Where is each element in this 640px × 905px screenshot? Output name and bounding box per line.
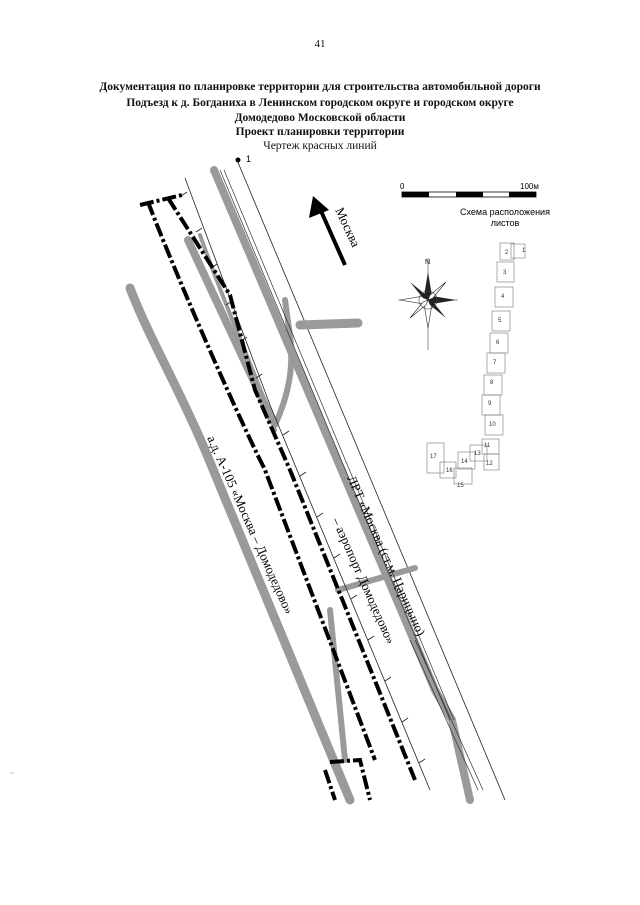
sheet-number-2: 2 xyxy=(505,250,509,256)
sheet-box-10 xyxy=(484,414,504,436)
sheet-number-5: 5 xyxy=(498,318,502,324)
sheet-number-1: 1 xyxy=(522,248,526,254)
svg-text:1: 1 xyxy=(246,154,251,164)
road-label: а.д. А-105 «Москва – Домодедово» xyxy=(204,433,297,616)
map-frame xyxy=(236,159,506,801)
sheet-box-2 xyxy=(499,242,515,261)
sheet-number-14: 14 xyxy=(461,459,468,465)
title-line-4: Проект планировки территории xyxy=(235,126,405,138)
sheet-box-1 xyxy=(510,243,526,259)
rail-lines xyxy=(219,169,484,791)
roads xyxy=(125,166,474,805)
sheet-number-3: 3 xyxy=(503,270,507,276)
sheet-box-15 xyxy=(453,467,473,485)
sheet-number-10: 10 xyxy=(489,422,496,428)
page-number: 41 xyxy=(314,38,326,50)
svg-text:N: N xyxy=(425,259,430,266)
sheet-number-11: 11 xyxy=(484,443,491,449)
sheet-box-16 xyxy=(439,461,457,479)
title-line-3: Домодедово Московской области xyxy=(234,112,406,124)
direction-arrow: Москва xyxy=(309,196,364,266)
sheet-number-17: 17 xyxy=(430,454,437,460)
sheet-box-13 xyxy=(469,444,488,462)
sheet-box-5 xyxy=(491,310,511,332)
compass-rose-icon: N xyxy=(398,258,458,350)
sheet-box-14 xyxy=(457,451,476,470)
scheme-title-1: Схема расположения xyxy=(460,207,550,217)
sheet-number-12: 12 xyxy=(486,461,493,467)
sheet-box-12 xyxy=(483,453,500,471)
sheet-number-15: 15 xyxy=(457,483,464,489)
sheet-box-17 xyxy=(426,442,445,474)
svg-text:100м: 100м xyxy=(520,182,539,191)
svg-text:0: 0 xyxy=(400,182,405,191)
sheet-number-9: 9 xyxy=(488,401,492,407)
sheet-number-16: 16 xyxy=(446,468,453,474)
sheet-box-7 xyxy=(486,352,506,374)
scale-bar: 0 100м xyxy=(400,182,539,198)
title-line-1: Документация по планировке территории дл… xyxy=(99,81,541,93)
sheet-number-6: 6 xyxy=(496,340,500,346)
sheet-number-8: 8 xyxy=(490,380,494,386)
fence-line xyxy=(180,177,431,791)
title-line-2: Подъезд к д. Богданиха в Ленинском город… xyxy=(126,97,514,109)
sheet-box-3 xyxy=(496,261,515,283)
sheet-number-7: 7 xyxy=(493,360,497,366)
sheet-number-4: 4 xyxy=(501,294,505,300)
scheme-title-2: листов xyxy=(491,218,520,228)
drawing-subtitle: Чертеж красных линий xyxy=(263,140,377,152)
point-marker-1: 1 xyxy=(235,154,251,164)
sheet-number-13: 13 xyxy=(474,451,481,457)
sheet-box-4 xyxy=(494,286,514,308)
red-lines xyxy=(139,193,417,801)
